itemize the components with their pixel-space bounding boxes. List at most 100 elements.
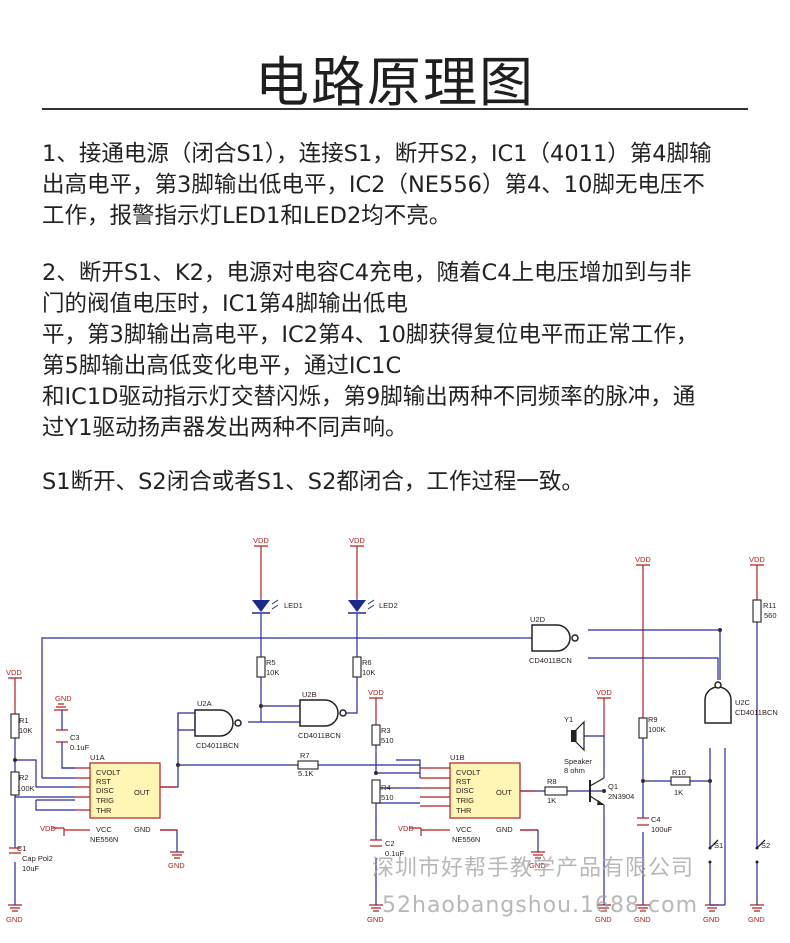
led1-symbol [252, 600, 270, 612]
u1b-pin: CVOLT [456, 768, 481, 777]
r8-label: R8 [547, 777, 557, 786]
u2a-label: U2A [197, 699, 212, 708]
c3-label: C3 [70, 733, 80, 742]
resistor-r1 [10, 713, 20, 739]
switches: S1 S2 [709, 840, 770, 864]
chip-u1b: U1B CVOLT RST DISC TRIG THR OUT VCC GND … [449, 753, 521, 844]
r1-label: R1 [19, 716, 29, 725]
r10-value: 1K [674, 788, 683, 797]
resistor-r9 [638, 717, 648, 739]
gate-u2a: U2A CD4011BCN [194, 699, 242, 750]
y1-label: Y1 [564, 715, 573, 724]
paragraph-line: 第5脚输出高低变化电平，通过IC1C [42, 353, 402, 379]
u2b-part: CD4011BCN [298, 731, 341, 740]
u2b-label: U2B [302, 690, 317, 699]
gate-u2b: U2B CD4011BCN [298, 690, 347, 740]
led1-label: LED1 [284, 601, 303, 610]
speaker-value: 8 ohm [564, 766, 585, 775]
transistor-q1: Q1 2N3904 [589, 777, 634, 806]
paragraph-line: 平，第3脚输出高电平，IC2第4、10脚获得复位电平而正常工作， [42, 322, 699, 348]
capacitor-c1 [9, 847, 21, 854]
u1b-part: NE556N [452, 835, 480, 844]
vdd-labels: VDD VDD VDD VDD VDD VDD VDD VDD VDD [6, 536, 765, 833]
capacitors: C1 Cap Pol2 10uF C3 0.1uF C2 0.1uF C4 10… [9, 729, 673, 873]
u1a-pin: CVOLT [96, 768, 121, 777]
u1b-label: U1B [450, 753, 465, 762]
capacitor-c4 [637, 817, 649, 826]
r2-value: 100K [17, 784, 35, 793]
r1-value: 10K [19, 726, 32, 735]
gnd-label: GND [6, 915, 23, 924]
r11-label: R11 [763, 601, 776, 610]
gate-u2c: U2C CD4011BCN [704, 681, 778, 724]
r5-label: R5 [266, 658, 276, 667]
r9-label: R9 [648, 715, 658, 724]
c1-label: C1 [17, 844, 27, 853]
capacitor-c3 [56, 729, 68, 743]
paragraph-3: S1断开、S2闭合或者S1、S2都闭合，工作过程一致。 [42, 467, 754, 498]
u1a-pin: THR [96, 806, 112, 815]
s2-label: S2 [761, 841, 770, 850]
resistor-r5 [256, 656, 266, 678]
c4-label: C4 [651, 815, 661, 824]
speaker-label: Speaker [564, 757, 592, 766]
ground-symbols: GND GND GND GND GND GND GND GND GND [6, 694, 765, 924]
gate-u2d: U2D CD4011BCN [529, 615, 579, 665]
u1a-pin: RST [96, 777, 111, 786]
wires [14, 614, 758, 906]
resistor-r3 [371, 724, 381, 746]
r8-value: 1K [547, 796, 556, 805]
vdd-label: VDD [749, 555, 765, 564]
r3-value: 510 [381, 736, 394, 745]
resistor-r2 [10, 771, 20, 796]
vdd-label: VDD [40, 824, 56, 833]
r7-label: R7 [300, 751, 310, 760]
r6-label: R6 [362, 658, 372, 667]
r4-label: R4 [381, 783, 391, 792]
r2-label: R2 [19, 773, 29, 782]
c3-value: 0.1uF [70, 743, 90, 752]
r5-value: 10K [266, 668, 279, 677]
r9-value: 100K [648, 725, 666, 734]
c1-value: 10uF [22, 864, 40, 873]
led2-label: LED2 [379, 601, 398, 610]
r4-value: 510 [381, 793, 394, 802]
title-divider [42, 108, 748, 110]
u2a-part: CD4011BCN [196, 741, 239, 750]
u1b-pin: TRIG [456, 796, 474, 805]
resistor-r6 [352, 656, 362, 678]
u1a-pin: TRIG [96, 796, 114, 805]
vdd-label: VDD [349, 536, 365, 545]
resistor-r4 [371, 779, 381, 804]
resistor-r7 [297, 760, 319, 770]
c4-value: 100uF [651, 825, 673, 834]
chip-pin-leads [64, 767, 538, 831]
watermark-url: 52haobangshou.1688.com [382, 893, 699, 918]
u1b-pin: DISC [456, 786, 475, 795]
u2d-part: CD4011BCN [529, 656, 572, 665]
leds: LED1 LED2 [252, 599, 398, 614]
paragraph-2: 2、断开S1、K2，电源对电容C4充电，随着C4上电压增加到与非 门的阀值电压时… [42, 258, 754, 444]
paragraph-line: 工作，报警指示灯LED1和LED2均不亮。 [42, 203, 452, 229]
vdd-label: VDD [635, 555, 651, 564]
paragraph-line: 门的阀值电压时，IC1第4脚输出低电 [42, 291, 408, 317]
gnd-label: GND [595, 915, 612, 924]
paragraph-line: S1断开、S2闭合或者S1、S2都闭合，工作过程一致。 [42, 469, 584, 495]
gnd-label: GND [634, 915, 651, 924]
c1-type: Cap Pol2 [22, 854, 53, 863]
c2-label: C2 [385, 839, 395, 848]
u1b-pin: THR [456, 806, 472, 815]
paragraph-line: 和IC1D驱动指示灯交替闪烁，第9脚输出两种不同频率的脉冲，通 [42, 384, 696, 410]
vdd-label: VDD [253, 536, 269, 545]
u2c-label: U2C [735, 698, 751, 707]
resistors: R1 10K R2 100K R5 10K R6 10K R7 5.1K R3 … [10, 599, 777, 805]
gnd-label: GND [703, 915, 720, 924]
gnd-label: GND [748, 915, 765, 924]
u1a-pin: OUT [134, 788, 150, 797]
paragraph-1: 1、接通电源（闭合S1），连接S1，断开S2，IC1（4011）第4脚输 出高电… [42, 139, 754, 232]
gnd-label: GND [529, 861, 546, 870]
gnd-label: GND [55, 694, 72, 703]
r10-label: R10 [672, 768, 686, 777]
vdd-label: VDD [398, 824, 414, 833]
u1a-pin: DISC [96, 786, 115, 795]
